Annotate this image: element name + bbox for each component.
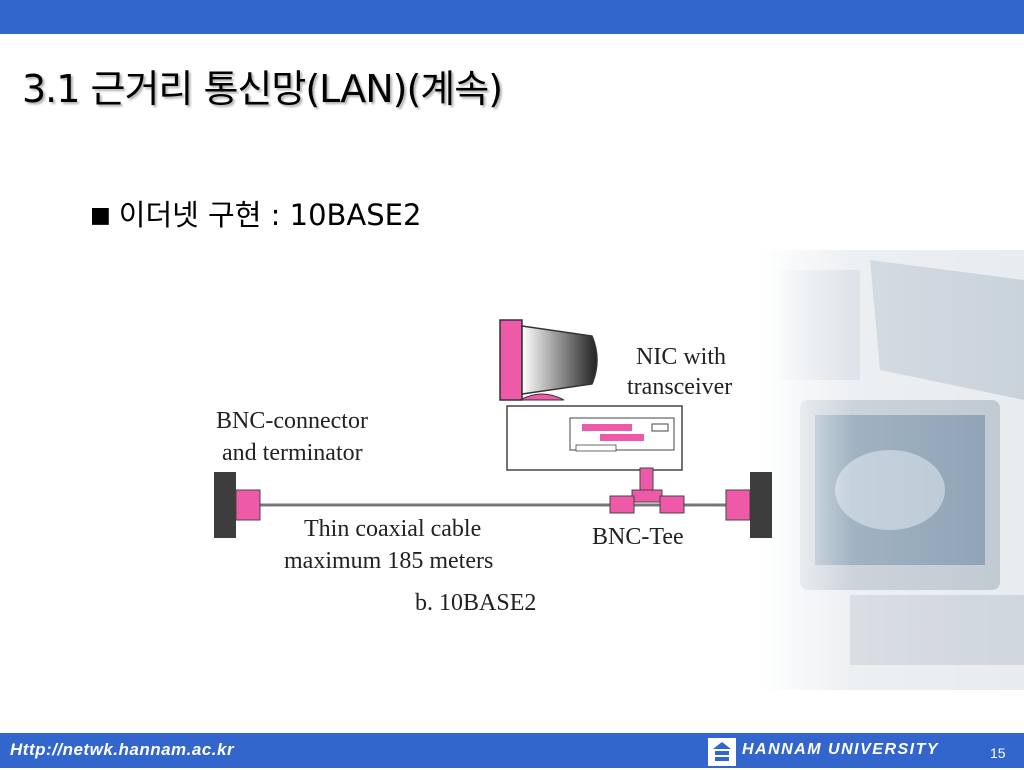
computer-case	[506, 405, 683, 471]
10base2-diagram: NIC with transceiver BNC-connector and t…	[214, 319, 772, 616]
figure-caption: b. 10BASE2	[415, 590, 536, 616]
label-cable-line1: Thin coaxial cable	[304, 516, 481, 542]
label-nic-line1: NIC with	[636, 344, 726, 370]
background-computer-decoration	[760, 250, 1024, 690]
label-bnc-line2: and terminator	[222, 440, 363, 466]
left-terminator-icon	[214, 472, 261, 538]
label-nic-line2: transceiver	[627, 374, 732, 400]
bnc-tee-icon	[609, 489, 685, 514]
label-cable-line2: maximum 185 meters	[284, 548, 493, 574]
footer-university-name: HANNAM UNIVERSITY	[742, 741, 940, 758]
footer-url-link[interactable]: Http://netwk.hannam.ac.kr	[10, 740, 235, 759]
footer-bar	[0, 733, 1024, 768]
label-bnc-tee: BNC-Tee	[592, 524, 684, 550]
hannam-logo-icon	[708, 738, 736, 766]
top-bar	[0, 0, 1024, 34]
bullet-marker: ■	[90, 203, 111, 228]
right-terminator-icon	[725, 472, 772, 538]
slide-title: 3.1 근거리 통신망(LAN)(계속)	[22, 67, 503, 111]
page-number: 15	[990, 745, 1006, 761]
label-bnc-line1: BNC-connector	[216, 408, 368, 434]
bullet-text: 이더넷 구현 : 10BASE2	[118, 198, 422, 232]
monitor-icon	[499, 319, 598, 401]
bullet-item: ■ 이더넷 구현 : 10BASE2	[90, 192, 421, 234]
